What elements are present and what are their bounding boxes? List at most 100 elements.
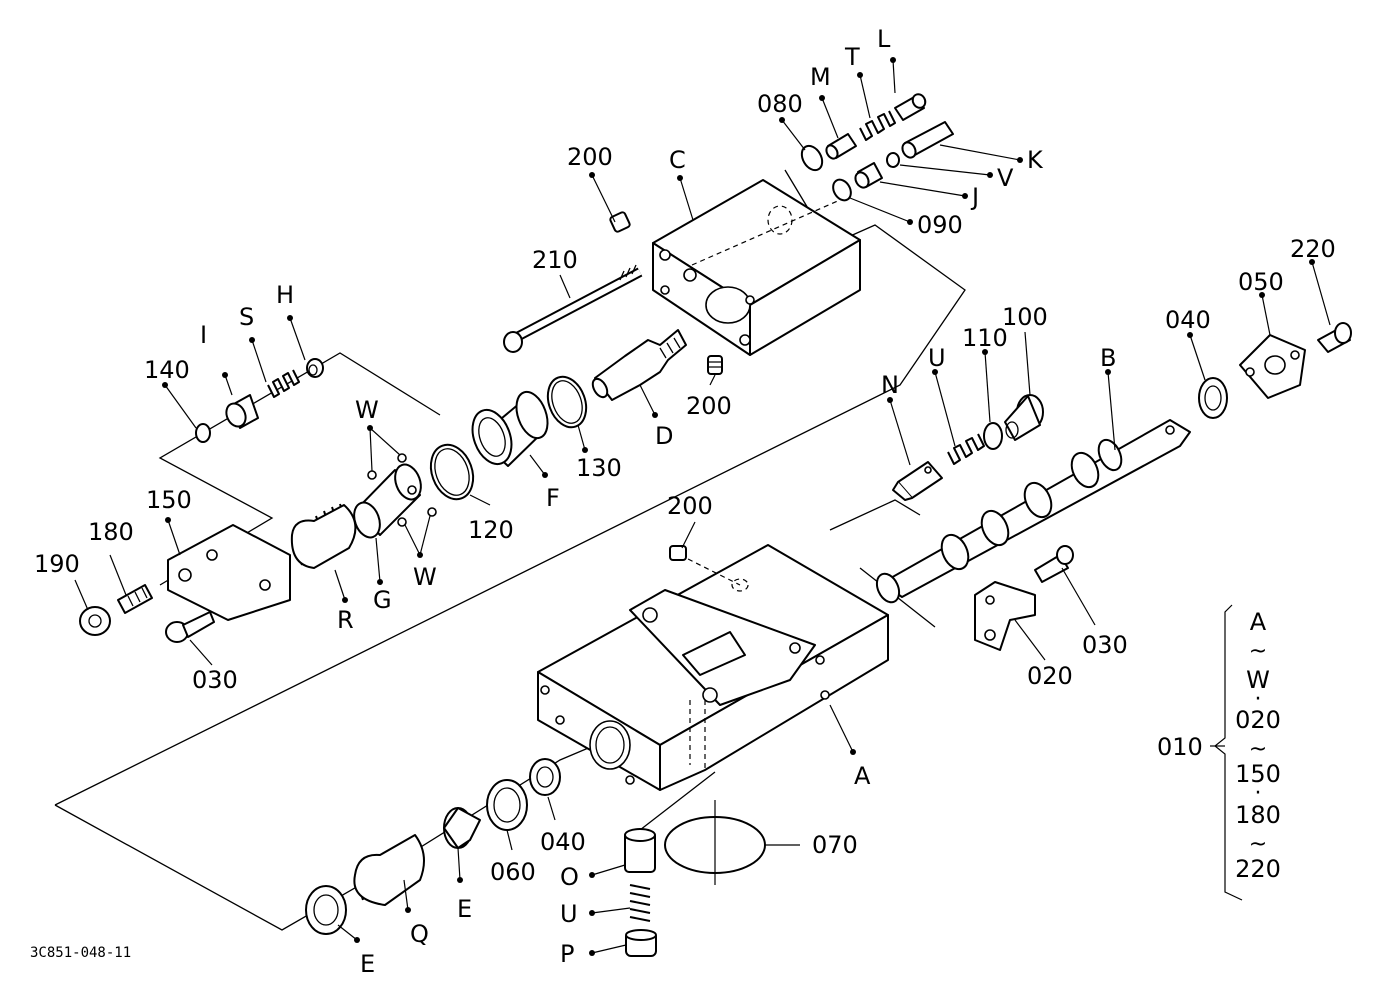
key-range-item: ~ [1249, 832, 1267, 857]
sleeve-o [624, 828, 656, 873]
ball-h [306, 358, 324, 378]
key-range-item: · [1255, 781, 1262, 806]
key-range-item: · [1255, 687, 1262, 712]
label-w-lower: W [413, 563, 437, 591]
key-range-item: A [1250, 608, 1267, 636]
spring-u-low [629, 884, 651, 922]
bolt-220 [1317, 322, 1352, 353]
label-h: H [276, 281, 294, 309]
label-040-right: 040 [1165, 306, 1211, 334]
seat-e-upper [443, 807, 481, 849]
label-030-left: 030 [192, 666, 238, 694]
label-k: K [1027, 146, 1044, 174]
label-n: N [881, 371, 899, 399]
pin-k [901, 121, 954, 159]
label-210: 210 [532, 246, 578, 274]
spool-b [875, 419, 1191, 604]
key-range-item: 020 [1235, 706, 1281, 734]
set-screw-200-low [669, 545, 687, 561]
label-p: P [560, 940, 574, 968]
label-r: R [337, 606, 354, 634]
spool-d [591, 329, 687, 401]
screw-180 [117, 584, 153, 614]
label-200-top: 200 [567, 143, 613, 171]
o-ring-120 [429, 443, 475, 501]
label-140: 140 [144, 356, 190, 384]
label-c: C [669, 146, 686, 174]
block-c [652, 179, 861, 356]
label-t: T [844, 43, 860, 71]
washer-060 [486, 779, 528, 831]
label-g: G [373, 586, 392, 614]
spring-r [290, 503, 357, 569]
label-w-upper: W [355, 396, 379, 424]
label-040-low: 040 [540, 828, 586, 856]
label-o: O [560, 863, 579, 891]
label-m: M [810, 63, 831, 91]
part-labels: 200 C 080 M T L K V J 090 210 I S H 140 … [34, 25, 1336, 978]
label-i: I [200, 321, 207, 349]
label-190: 190 [34, 550, 80, 578]
flange-050 [1239, 334, 1306, 399]
label-070: 070 [812, 831, 858, 859]
label-110: 110 [962, 324, 1008, 352]
key-range-item: ~ [1249, 737, 1267, 762]
label-s: S [239, 303, 254, 331]
bolt-210 [503, 264, 643, 353]
cover-plate-150 [167, 524, 291, 621]
label-b: B [1100, 344, 1116, 372]
label-q: Q [410, 920, 429, 948]
assembly-key: 010 A ~ W · 020 ~ 150 · 180 ~ 220 [1157, 604, 1281, 901]
label-150: 150 [146, 486, 192, 514]
label-v: V [997, 164, 1014, 192]
label-090: 090 [917, 211, 963, 239]
spring-t [859, 110, 896, 141]
body-a [537, 544, 889, 791]
set-screw-200-top [609, 211, 631, 233]
bolt-030-left [165, 611, 215, 643]
key-range: A ~ W · 020 ~ 150 · 180 ~ 220 [1235, 608, 1281, 883]
seat-e-lower [305, 885, 347, 935]
balls-w-upper [367, 427, 407, 480]
label-u-top: U [928, 344, 946, 372]
key-range-item: W [1246, 666, 1270, 694]
label-120: 120 [468, 516, 514, 544]
plug-i [225, 394, 259, 429]
sleeve-j [854, 162, 883, 189]
label-l: L [877, 25, 891, 53]
label-020: 020 [1027, 662, 1073, 690]
label-f: F [546, 484, 560, 512]
spring-q [353, 834, 425, 906]
cap-p [625, 929, 657, 957]
label-100: 100 [1002, 303, 1048, 331]
label-130: 130 [576, 454, 622, 482]
screw-l [894, 93, 927, 121]
spring-s [267, 369, 300, 398]
poppet-n [892, 461, 943, 501]
seal-040-low [529, 758, 561, 796]
label-j: J [970, 183, 979, 211]
o-ring-140 [195, 423, 211, 443]
key-range-item: 180 [1235, 801, 1281, 829]
leader-lines [74, 59, 1331, 954]
balls-w-lower [397, 507, 437, 556]
o-ring-090 [832, 178, 852, 202]
label-060: 060 [490, 858, 536, 886]
bracket-020 [974, 581, 1036, 651]
label-u-low: U [560, 900, 578, 928]
leader-dots [162, 57, 1315, 956]
spring-v [886, 152, 900, 168]
key-range-item: 220 [1235, 855, 1281, 883]
o-ring-080 [800, 144, 824, 172]
nut-190 [79, 606, 111, 636]
label-a: A [854, 762, 871, 790]
label-220: 220 [1290, 235, 1336, 263]
set-screw-200-mid [707, 355, 723, 375]
plug-m [825, 133, 857, 160]
label-d: D [655, 422, 673, 450]
o-ring-130 [546, 375, 588, 429]
spring-u-top [947, 433, 985, 465]
label-180: 180 [88, 518, 134, 546]
o-ring-110 [983, 422, 1003, 450]
